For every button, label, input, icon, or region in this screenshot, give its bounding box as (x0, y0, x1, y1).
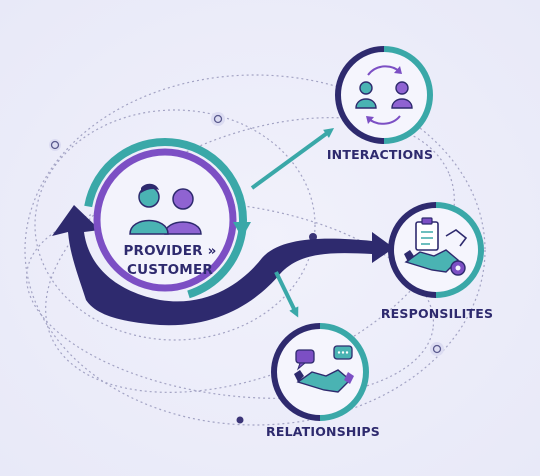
provider-customer-people-icon (129, 183, 202, 235)
responsibilities-label: RESPONSILITES (380, 306, 494, 321)
orbit-dot (432, 344, 442, 354)
center-label-customer: CUSTOMER (127, 262, 213, 278)
relationships-label: RELATIONSHIPS (266, 424, 380, 439)
responsibilities-node (388, 202, 484, 298)
center-purple-ring (93, 148, 237, 292)
orbit-ellipse-inner (34, 109, 316, 341)
center-label: PROVIDER » CUSTOMER (104, 242, 236, 280)
orbit-dot (213, 114, 223, 124)
center-label-provider: PROVIDER » (123, 243, 217, 259)
handshake-chat-icon (294, 345, 354, 393)
orbit-dot (430, 342, 444, 356)
connector-arrows (250, 128, 335, 318)
orbit-dot (211, 112, 225, 126)
orbit-dot (309, 233, 317, 241)
interactions-label: INTERACTIONS (326, 147, 434, 162)
people-exchange-icon (355, 65, 413, 125)
flow-swoosh-arrow (52, 205, 394, 326)
teal-ring-arrowhead (233, 222, 251, 238)
arrow-to-interactions (250, 128, 335, 190)
clipboard-handshake-gear-icon (404, 217, 468, 276)
orbit-dot (50, 140, 60, 150)
interactions-node (335, 46, 433, 144)
relationships-node (271, 323, 369, 421)
arrow-to-relationships (274, 271, 299, 318)
orbit-dot (49, 139, 61, 151)
orbit-dots (49, 112, 444, 424)
orbit-ellipse-large (24, 74, 486, 426)
center-node (83, 138, 251, 302)
orbit-ellipse-tilted (45, 117, 455, 393)
orbit-dot (236, 416, 244, 424)
